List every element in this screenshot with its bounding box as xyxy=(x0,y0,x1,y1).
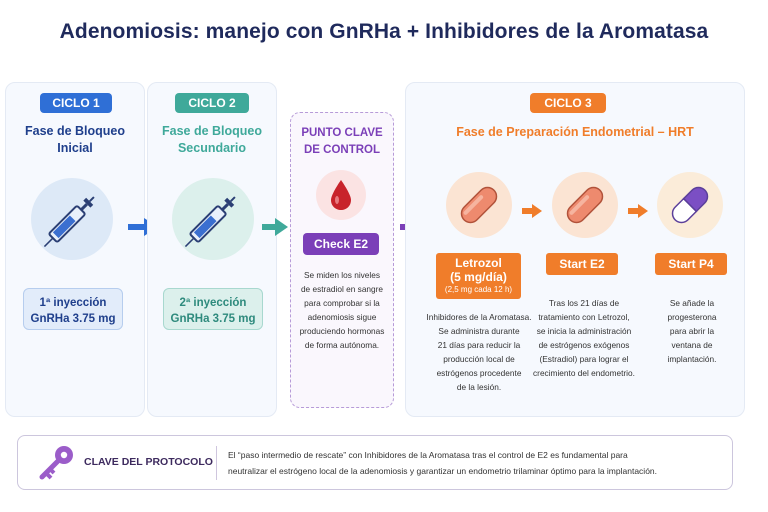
control-description: Se miden los niveles de estradiol en san… xyxy=(299,270,385,350)
check-e2-badge: Check E2 xyxy=(303,233,379,255)
page-title: Adenomiosis: manejo con GnRHa + Inhibido… xyxy=(59,20,709,43)
cycle-3-phase: Fase de Preparación Endometrial – HRT xyxy=(456,125,694,139)
footer-divider xyxy=(216,446,217,480)
key-icon xyxy=(39,446,73,480)
cycle-2-injection-box: 2ª inyección GnRHa 3.75 mg xyxy=(163,288,263,330)
cycle-3-badge: CICLO 3 xyxy=(530,93,606,113)
protocol-key-text: El “paso intermedio de rescate” con Inhi… xyxy=(228,450,658,476)
syringe-icon xyxy=(31,178,113,260)
cycle-1-phase: Fase de Bloqueo Inicial xyxy=(24,124,126,155)
protocol-key-label: CLAVE DEL PROTOCOLO xyxy=(84,456,213,468)
blood-drop-icon xyxy=(316,170,366,220)
start-p4-description: Se añade la progesterona para abrir la v… xyxy=(667,298,717,364)
capsule-icon xyxy=(657,172,723,238)
syringe-icon xyxy=(172,178,254,260)
arrow-right-icon xyxy=(522,204,542,218)
control-panel xyxy=(290,112,394,408)
cycle-2-phase: Fase de Bloqueo Secundario xyxy=(161,124,263,155)
start-e2-description: Tras los 21 días de tratamiento con Letr… xyxy=(533,298,635,378)
letrozol-description: Inhibidores de la Aromatasa. Se administ… xyxy=(426,312,532,392)
arrow-right-icon xyxy=(262,218,288,236)
cycle-3-panel xyxy=(405,82,745,417)
cycle-1-badge: CICLO 1 xyxy=(40,93,112,113)
protocol-key-footer: CLAVE DEL PROTOCOLO El “paso intermedio … xyxy=(17,435,733,490)
start-e2-step-label: Start E2 xyxy=(546,253,618,275)
cycle-1-injection-box: 1ª inyección GnRHa 3.75 mg xyxy=(23,288,123,330)
letrozol-step-label: Letrozol (5 mg/día) (2,5 mg cada 12 h) xyxy=(436,253,521,299)
cycle-2-badge: CICLO 2 xyxy=(175,93,249,113)
arrow-right-icon xyxy=(628,204,648,218)
pill-icon xyxy=(446,172,512,238)
pill-icon xyxy=(552,172,618,238)
start-p4-step-label: Start P4 xyxy=(655,253,727,275)
control-title: PUNTO CLAVE DE CONTROL xyxy=(301,127,383,156)
